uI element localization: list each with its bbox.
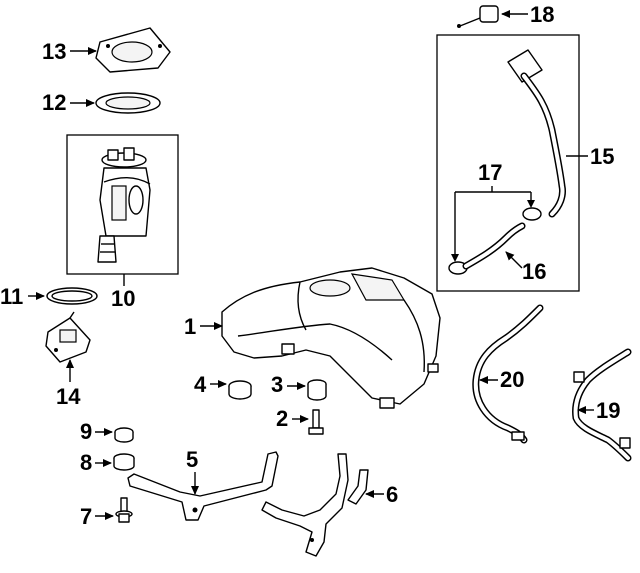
part-7-stud[interactable] [115, 497, 133, 523]
callout-1: 1 [184, 314, 196, 339]
callout-19: 19 [596, 398, 620, 423]
callout-14: 14 [56, 384, 81, 409]
part-19-vapor-lines[interactable] [572, 348, 632, 462]
part-11-o-ring[interactable] [46, 287, 98, 305]
part-9-nut[interactable] [114, 427, 134, 443]
callout-16: 16 [522, 259, 546, 284]
callout-12: 12 [42, 90, 66, 115]
part-1-fuel-tank[interactable] [221, 267, 441, 409]
callout-7: 7 [80, 504, 92, 529]
callout-9: 9 [80, 419, 92, 444]
part-2-bolt[interactable] [308, 409, 324, 435]
leader-17 [454, 186, 532, 260]
part-20-vent-tube[interactable] [472, 304, 544, 444]
part-5-front-strap[interactable] [127, 451, 279, 521]
leader-16 [505, 251, 523, 269]
part-16-hose[interactable] [462, 222, 526, 270]
part-17-clamp-upper[interactable] [522, 207, 542, 221]
part-18-fuel-cap[interactable] [457, 5, 499, 28]
part-14-sensor[interactable] [45, 311, 91, 363]
callout-6: 6 [386, 482, 398, 507]
callout-8: 8 [80, 450, 92, 475]
part-6-rear-strap[interactable] [261, 453, 369, 557]
callout-13: 13 [42, 39, 66, 64]
callout-2: 2 [276, 406, 288, 431]
part-10-frame [66, 134, 179, 275]
callout-4: 4 [194, 372, 207, 397]
part-13-lock-ring[interactable] [95, 27, 171, 73]
callout-3: 3 [271, 372, 283, 397]
callout-18: 18 [530, 2, 554, 27]
callout-10: 10 [111, 286, 135, 311]
callout-15: 15 [590, 144, 614, 169]
callout-20: 20 [500, 367, 524, 392]
part-3-insulator[interactable] [307, 379, 327, 401]
part-8-insulator[interactable] [113, 453, 135, 471]
part-10-fuel-pump-module[interactable] [97, 147, 151, 263]
callout-11: 11 [0, 284, 23, 309]
part-12-seal[interactable] [95, 92, 161, 114]
filler-group-frame [436, 34, 580, 292]
callout-17: 17 [478, 160, 502, 185]
part-4-isolator[interactable] [228, 380, 252, 400]
part-15-filler-pipe[interactable] [507, 49, 566, 218]
callout-5: 5 [186, 447, 198, 472]
